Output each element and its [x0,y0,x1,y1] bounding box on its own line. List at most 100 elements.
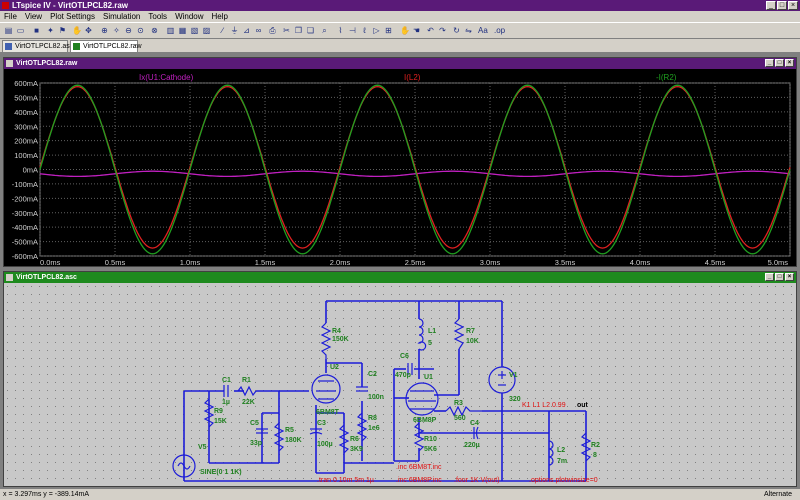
label-v1-ref[interactable]: V1 [509,372,518,379]
label-r10-ref[interactable]: R10 [424,436,437,443]
maximize-button[interactable]: □ [777,1,787,10]
trace-label-il2[interactable]: I(L2) [404,73,421,82]
net-label-out[interactable]: out [577,402,589,409]
menu-window[interactable]: Window [175,12,204,21]
label-v5-ref[interactable]: V5 [198,444,207,451]
undo-icon[interactable]: ↶ [427,26,434,35]
move-icon[interactable]: ✥ [85,26,92,35]
schematic-canvas[interactable]: R4 150K U2 6BM8T C2 100n R8 1e6 L1 5 R7 … [4,283,796,486]
waveform-minimize-button[interactable]: _ [765,59,774,67]
label-c5-value[interactable]: 33p [250,440,262,447]
move-part-icon[interactable]: ✋ [400,26,410,35]
label-r3-ref[interactable]: R3 [454,400,463,407]
redo-icon[interactable]: ↷ [439,26,446,35]
label-c3-ref[interactable]: C3 [317,420,326,427]
drag-icon[interactable]: ☚ [412,26,421,35]
label-c5-ref[interactable]: C5 [250,420,259,427]
zoom-pan-icon[interactable]: ✧ [113,26,120,35]
label-c2-ref[interactable]: C2 [368,371,377,378]
label-u2-ref[interactable]: U2 [330,364,339,371]
menu-view[interactable]: View [24,12,43,21]
label-u1-value[interactable]: 6BM8P [413,417,437,424]
directive-inc-6bm8p[interactable]: .inc 6BM8P.inc [396,477,442,484]
label-r1-ref[interactable]: R1 [242,377,251,384]
label-r8-ref[interactable]: R8 [368,415,377,422]
label-r10-value[interactable]: 5K6 [424,446,437,453]
spice-directive-icon[interactable]: .op [494,26,506,35]
diode-icon[interactable]: ▷ [373,26,380,35]
component-icon[interactable]: ⊞ [385,26,392,35]
label-net-icon[interactable]: ⊿ [243,26,250,35]
open-folder-icon[interactable]: ▭ [16,26,25,35]
paste-icon[interactable]: ❏ [306,26,315,35]
halt-icon[interactable]: ✋ [72,26,82,35]
copy-icon[interactable]: ❐ [294,26,303,35]
zoom-in-icon[interactable]: ⊕ [101,26,108,35]
label-l1-value[interactable]: 5 [428,340,432,347]
rotate-icon[interactable]: ↻ [453,26,460,35]
label-r2-value[interactable]: 8 [593,452,597,459]
save-icon[interactable]: ■ [34,26,39,35]
label-r8-value[interactable]: 1e6 [368,425,380,432]
trace-label-ir2[interactable]: -I(R2) [656,73,677,82]
run-icon[interactable]: ⚑ [58,26,67,35]
label-c4-value[interactable]: 220µ [464,442,480,449]
cut-icon[interactable]: ✂ [283,26,290,35]
label-r4-value[interactable]: 150K [332,336,349,343]
zoom-fit-icon[interactable]: ⊙ [137,26,144,35]
tile-vertical-icon[interactable]: ▥ [166,26,175,35]
label-c4-ref[interactable]: C4 [470,420,479,427]
label-r9-value[interactable]: 15K [214,418,227,425]
label-l2-value[interactable]: 7m [557,458,567,465]
schematic-maximize-button[interactable]: □ [775,273,784,281]
trace-label-cathode[interactable]: Ix(U1:Cathode) [139,73,194,82]
label-u1-ref[interactable]: U1 [424,374,433,381]
label-r5-value[interactable]: 180K [285,437,302,444]
control-panel-icon[interactable]: ✦ [47,26,54,35]
label-l1-ref[interactable]: L1 [428,328,436,335]
label-c2-value[interactable]: 100n [368,394,384,401]
tab-waveform[interactable]: VirtOTLPCL82.raw [70,40,142,52]
waveform-close-button[interactable]: × [785,59,794,67]
menu-file[interactable]: File [4,12,17,21]
label-c1-value[interactable]: 1µ [222,399,230,406]
directive-coupling[interactable]: K1 L1 L2 0.99 [522,402,566,409]
label-r7-ref[interactable]: R7 [466,328,475,335]
label-c6-value[interactable]: 470p [395,372,411,379]
schematic-close-button[interactable]: × [785,273,794,281]
label-r5-ref[interactable]: R5 [285,427,294,434]
label-l2-ref[interactable]: L2 [557,447,565,454]
minimize-button[interactable]: _ [766,1,776,10]
mirror-icon[interactable]: ⇋ [465,26,472,35]
directive-four[interactable]: .four 1K V(out) [454,477,500,484]
label-r9-ref[interactable]: R9 [214,408,223,415]
label-r2-ref[interactable]: R2 [591,442,600,449]
find-icon[interactable]: ⌕ [322,26,327,35]
new-schematic-icon[interactable]: ▤ [4,26,13,35]
label-r4-ref[interactable]: R4 [332,328,341,335]
label-c1-ref[interactable]: C1 [222,377,231,384]
waveform-maximize-button[interactable]: □ [775,59,784,67]
zoom-out-icon[interactable]: ⊖ [125,26,132,35]
directive-inc-6bm8t[interactable]: .inc 6BM8T.inc [396,464,442,471]
waveform-plot[interactable]: 600mA500mA400mA300mA200mA100mA0mA-100mA-… [4,69,796,266]
label-u2-value[interactable]: 6BM8T [316,409,340,416]
inductor-icon[interactable]: ℓ [363,26,366,35]
ground-icon[interactable]: ⏚ [230,26,239,35]
close-button[interactable]: × [788,1,798,10]
resistor-icon[interactable]: ⌇ [338,26,343,35]
binoculars-icon[interactable]: ∞ [255,26,262,35]
directive-tran[interactable]: .tran 0 10m 5m 1µ [317,477,374,484]
schematic-minimize-button[interactable]: _ [765,273,774,281]
label-v5-value[interactable]: SINE(0 1 1K) [200,469,242,476]
directive-options[interactable]: .options plotwinsize=0 [529,477,598,484]
label-c3-value[interactable]: 100µ [317,441,333,448]
autorange-icon[interactable]: ⊗ [151,26,158,35]
capacitor-icon[interactable]: ⊣ [349,26,356,35]
tile-horizontal-icon[interactable]: ▦ [178,26,187,35]
close-window-icon[interactable]: ▨ [202,26,211,35]
tab-schematic[interactable]: VirtOTLPCL82.asc [2,40,73,52]
label-r3-value[interactable]: 560 [454,415,466,422]
menu-tools[interactable]: Tools [148,12,168,21]
label-r7-value[interactable]: 10K [466,338,479,345]
